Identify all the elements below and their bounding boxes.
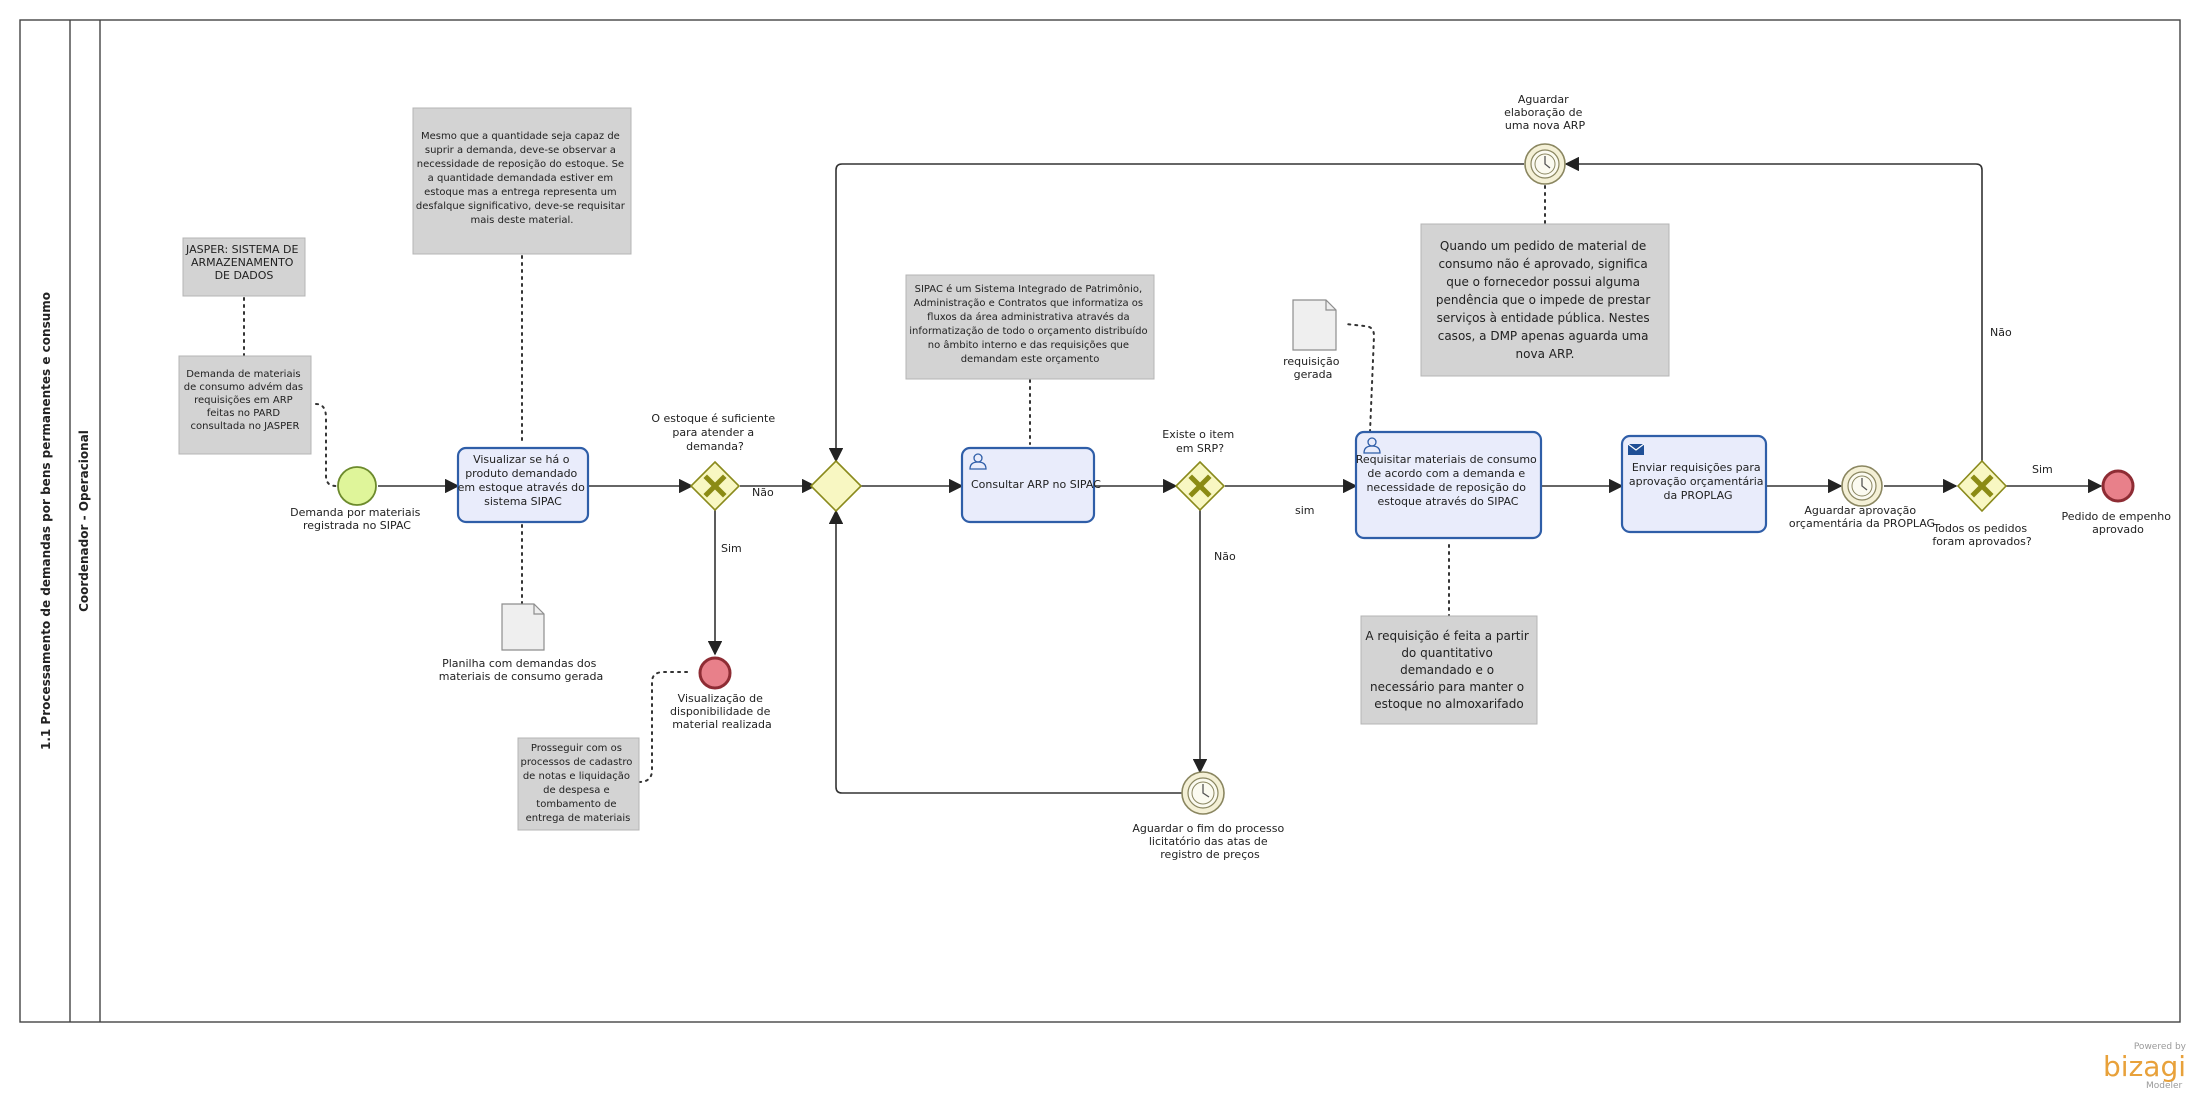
pool-title: 1.1 Processamento de demandas por bens p… (39, 292, 53, 750)
gateway-all-approved[interactable] (1956, 459, 2008, 513)
gateway-all-approved-label: Todos os pedidos foram aprovados? (1932, 522, 2032, 548)
svg-text:Enviar requisições para: Enviar requisições para aprovação orçame… (1629, 461, 1767, 502)
user-task-icon (969, 453, 987, 470)
end-event-approved[interactable] (2101, 469, 2135, 503)
envelope-icon (1627, 443, 1645, 455)
svg-text:SIPAC é um Sistema Integrado d: SIPAC é um Sistema Integrado de Patrimôn… (909, 283, 1151, 365)
task-request-materials[interactable]: Requisitar materiais de consumo de acord… (1354, 430, 1543, 540)
flow-label-nao-1: Não (752, 486, 774, 499)
svg-text:Visualizar se há o produ: Visualizar se há o produto demandado em … (458, 453, 589, 508)
timer-event-bidding[interactable] (1181, 771, 1225, 815)
pool (19, 19, 2181, 1023)
timer-event-new-arp-label: Aguardar elaboração de uma nova ARP (1504, 93, 1586, 132)
end-event-visualization-label: Visualização de disponibilidade de mater… (670, 692, 774, 731)
gateway-item-in-srp-label: Existe o item em SRP? (1162, 428, 1237, 455)
annotation-continue: Prosseguir com os processos de cadastro … (517, 737, 640, 831)
annotation-not-approved: Quando um pedido de material de consumo … (1420, 223, 1670, 377)
annotation-requisition-note: A requisição é feita a partir do quantit… (1360, 615, 1538, 725)
modeler-label: Modeler (2146, 1081, 2183, 1091)
document-spreadsheet-label: Planilha com demandas dos materiais de c… (439, 657, 604, 683)
lane-title: Coordenador - Operacional (77, 430, 91, 612)
timer-event-new-arp[interactable] (1524, 143, 1566, 185)
user-task-icon (1363, 437, 1381, 454)
annotation-jasper: JASPER: SISTEMA DE ARMAZENAMENTO DE DADO… (182, 237, 306, 297)
bizagi-logo: bizagi (2103, 1050, 2186, 1083)
annotation-sipac: SIPAC é um Sistema Integrado de Patrimôn… (905, 274, 1155, 380)
annotation-stock-note: Mesmo que a quantidade seja capaz de sup… (412, 107, 632, 255)
flow-label-sim-2: Sim (2032, 463, 2053, 476)
powered-by-label: Powered by (2134, 1042, 2187, 1052)
document-requisition-label: requisição gerada (1283, 355, 1343, 381)
timer-event-budget-label: Aguardar aprovação orçamentária da PROPL… (1789, 504, 1935, 530)
gateway-stock-sufficient[interactable] (689, 460, 741, 512)
svg-text:JASPER: SISTEMA DE ARMAZ: JASPER: SISTEMA DE ARMAZENAMENTO DE DADO… (185, 243, 302, 282)
end-event-visualization[interactable] (698, 656, 732, 690)
sequence-flows (378, 156, 2103, 794)
annotation-demand-origin: Demanda de materiais de consumo advém da… (178, 355, 312, 455)
gateway-item-in-srp[interactable] (1174, 460, 1226, 512)
start-event[interactable] (337, 466, 377, 506)
end-event-approved-label: Pedido de empenho aprovado (2062, 510, 2175, 536)
flow-label-sim-lower: sim (1295, 504, 1315, 517)
svg-text:Mesmo que a quantidade seja ca: Mesmo que a quantidade seja capaz de sup… (416, 131, 628, 226)
task-check-stock[interactable]: Visualizar se há o produto demandado em … (456, 446, 590, 524)
associations (243, 185, 1546, 783)
svg-text:Demanda de materiais de: Demanda de materiais de consumo advém da… (184, 369, 307, 432)
task-consult-arp-label: Consultar ARP no SIPAC (971, 478, 1101, 491)
gateway-stock-sufficient-label: O estoque é suficiente para atender a de… (651, 412, 778, 453)
task-send-requests[interactable]: Enviar requisições para aprovação orçame… (1620, 434, 1768, 534)
start-event-label: Demanda por materiais registrada no SIPA… (290, 506, 424, 532)
svg-text:Quando um pedido de material: Quando um pedido de material de consumo … (1436, 239, 1654, 361)
gateway-merge[interactable] (809, 459, 863, 513)
timer-event-budget[interactable] (1841, 465, 1883, 507)
timer-event-bidding-label: Aguardar o fim do processo licitatório d… (1132, 822, 1287, 861)
flow-label-sim-1: Sim (721, 542, 742, 555)
svg-text:Prosseguir com os proces: Prosseguir com os processos de cadastro … (520, 743, 635, 824)
svg-text:Requisitar materiais de consum: Requisitar materiais de consumo de acord… (1356, 453, 1541, 508)
svg-text:A requisição é feita a partir: A requisição é feita a partir do quantit… (1365, 629, 1532, 711)
document-requisition[interactable] (1292, 299, 1337, 351)
flow-label-nao-3: Não (1990, 326, 2012, 339)
document-spreadsheet[interactable] (501, 603, 545, 651)
task-consult-arp[interactable]: Consultar ARP no SIPAC (960, 446, 1101, 524)
flow-label-nao-2: Não (1214, 550, 1236, 563)
